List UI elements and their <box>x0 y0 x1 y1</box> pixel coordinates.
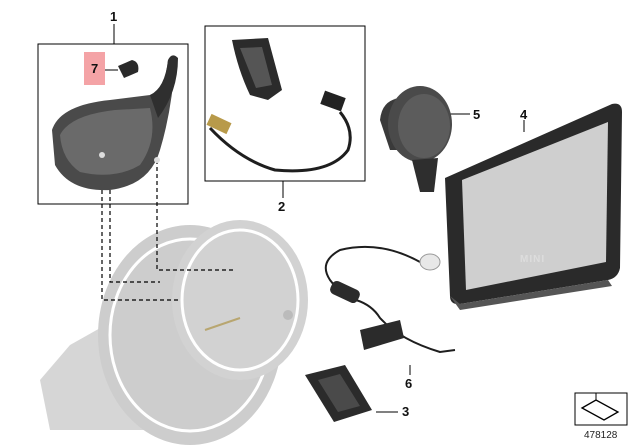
callout-3: 3 <box>402 404 410 419</box>
callout-7: 7 <box>84 52 106 85</box>
holder-base-part-1 <box>52 55 178 191</box>
holder-clip-part-3 <box>305 365 398 422</box>
callout-4: 4 <box>520 107 528 122</box>
callout-5: 5 <box>473 107 481 122</box>
instrument-cluster-ghost <box>40 220 308 445</box>
part-1-frame <box>37 43 189 205</box>
screw-part-7 <box>100 60 139 78</box>
cable-adapter-part-6 <box>324 245 456 375</box>
round-mount-part-5 <box>380 86 470 192</box>
cradle-cable-part-2 <box>206 38 352 173</box>
navigation-unit-part-4 <box>445 103 622 310</box>
callout-6: 6 <box>405 376 413 391</box>
callout-2: 2 <box>278 199 286 214</box>
callout-1: 1 <box>110 9 118 24</box>
reference-number: 478128 <box>584 430 618 441</box>
reference-arrow-icon <box>574 392 628 426</box>
part-2-frame <box>204 25 366 182</box>
routing-lines <box>101 155 235 301</box>
brand-label: MINI <box>520 254 546 265</box>
